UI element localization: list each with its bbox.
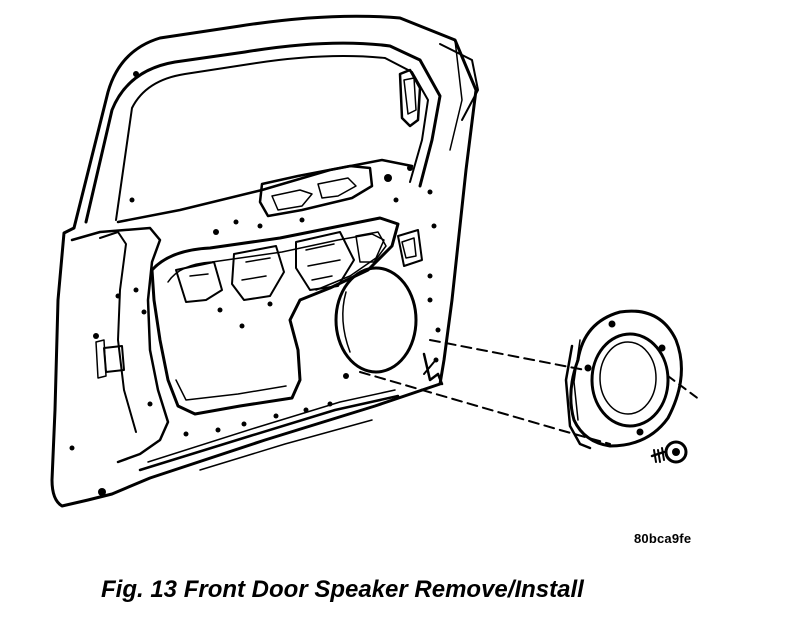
latch-box bbox=[397, 229, 423, 267]
mounting-holes bbox=[69, 71, 441, 496]
speaker-opening bbox=[334, 266, 418, 374]
window-frame bbox=[84, 41, 442, 224]
speaker-assembly bbox=[564, 309, 683, 450]
speaker-bracket bbox=[564, 344, 592, 450]
inner-panel-outline bbox=[70, 226, 170, 464]
door-panel bbox=[50, 14, 479, 508]
speaker-cone bbox=[590, 332, 670, 428]
lower-sill bbox=[138, 394, 400, 472]
figure-id-label: 80bca9fe bbox=[634, 531, 692, 546]
latch-channel bbox=[398, 68, 422, 128]
attachment-bracket bbox=[422, 352, 444, 386]
window-sill bbox=[116, 158, 414, 224]
handle-recess bbox=[258, 164, 374, 218]
alignment-line bbox=[359, 339, 701, 445]
figure-caption: Fig. 13 Front Door Speaker Remove/Instal… bbox=[101, 576, 584, 603]
regulator-mechanism bbox=[175, 231, 355, 303]
window-frame-inner bbox=[115, 55, 429, 221]
speaker-mounting-ring bbox=[569, 309, 683, 448]
trim-outline bbox=[150, 216, 400, 416]
speaker-screw bbox=[650, 440, 688, 464]
door-outer-edge bbox=[50, 14, 478, 508]
